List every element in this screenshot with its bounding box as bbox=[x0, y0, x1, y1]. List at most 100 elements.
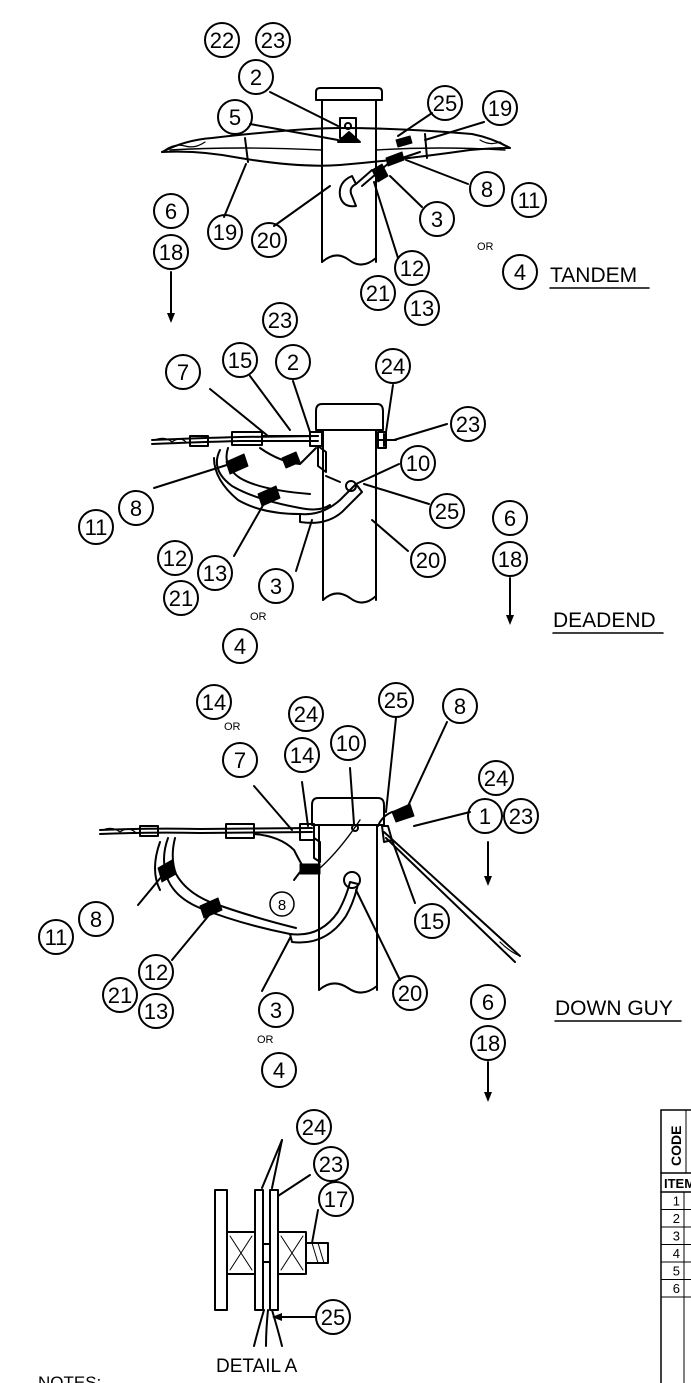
callout-2: 2 bbox=[275, 344, 311, 380]
deadend-leaders bbox=[153, 375, 514, 625]
callout-22: 22 bbox=[204, 22, 240, 58]
callout-label: 18 bbox=[159, 240, 183, 265]
callout-label: 2 bbox=[250, 65, 262, 90]
code-header: CODE bbox=[668, 1126, 684, 1166]
callout-19: 19 bbox=[482, 90, 518, 126]
callout-21: 21 bbox=[102, 977, 138, 1013]
callout-11: 11 bbox=[511, 182, 547, 218]
callout-label: 20 bbox=[257, 228, 281, 253]
callout-12: 12 bbox=[394, 250, 430, 286]
or-label: OR bbox=[477, 241, 494, 253]
callout-label: 13 bbox=[144, 999, 168, 1024]
callout-label: 14 bbox=[290, 743, 314, 768]
down-guy-assembly: 14 OR 24 25 8 7 14 10 24 1 23 8 11 8 15 … bbox=[38, 682, 682, 1102]
callout-label: 8 bbox=[130, 496, 142, 521]
callout-19: 19 bbox=[207, 214, 243, 250]
or-label: OR bbox=[224, 721, 241, 733]
callout-label: 23 bbox=[319, 1152, 343, 1177]
callout-6: 6 bbox=[470, 984, 506, 1020]
table-row-item: 4 bbox=[673, 1246, 680, 1261]
callout-4: 4 bbox=[261, 1052, 297, 1088]
callout-17: 17 bbox=[318, 1181, 354, 1217]
callout-24: 24 bbox=[478, 760, 514, 796]
callout-24: 24 bbox=[288, 696, 324, 732]
callout-18: 18 bbox=[492, 541, 528, 577]
callout-23: 23 bbox=[503, 798, 539, 834]
callout-20: 20 bbox=[392, 975, 428, 1011]
callout-label: 18 bbox=[476, 1031, 500, 1056]
callout-24: 24 bbox=[375, 348, 411, 384]
callout-6: 6 bbox=[153, 193, 189, 229]
callout-label: 11 bbox=[85, 515, 108, 540]
callout-label: 22 bbox=[210, 28, 234, 53]
callout-label: 12 bbox=[163, 546, 187, 571]
notes-heading: NOTES: bbox=[38, 1373, 101, 1383]
callout-25: 25 bbox=[427, 85, 463, 121]
arrow-head bbox=[484, 1092, 492, 1102]
callout-23: 23 bbox=[255, 22, 291, 58]
callout-label: 2 bbox=[287, 350, 299, 375]
callout-3: 3 bbox=[258, 992, 294, 1028]
section-title-down-guy: DOWN GUY bbox=[555, 997, 673, 1020]
callout-label: 6 bbox=[165, 199, 177, 224]
callout-23: 23 bbox=[450, 406, 486, 442]
callout-14: 14 bbox=[196, 684, 232, 720]
tandem-pole bbox=[315, 87, 383, 266]
section-title-tandem: TANDEM bbox=[550, 264, 637, 287]
callout-8: 8 bbox=[442, 688, 478, 724]
callout-23: 23 bbox=[313, 1146, 349, 1182]
callout-24: 24 bbox=[296, 1109, 332, 1145]
callout-label: 10 bbox=[336, 731, 360, 756]
callout-15: 15 bbox=[414, 903, 450, 939]
down-guy-callouts: 14 OR 24 25 8 7 14 10 24 1 23 8 11 8 15 … bbox=[38, 682, 539, 1102]
callout-label: 25 bbox=[435, 499, 459, 524]
callout-3: 3 bbox=[258, 568, 294, 604]
callout-20: 20 bbox=[410, 542, 446, 578]
callout-label: 12 bbox=[144, 960, 168, 985]
callout-label: 15 bbox=[228, 348, 252, 373]
callout-label: 18 bbox=[498, 547, 522, 572]
callout-10: 10 bbox=[330, 725, 366, 761]
callout-label: 3 bbox=[270, 574, 282, 599]
callout-8: 8 bbox=[78, 901, 114, 937]
callout-20: 20 bbox=[251, 222, 287, 258]
or-label: OR bbox=[250, 611, 267, 623]
callout-label: 4 bbox=[234, 634, 246, 659]
callout-label: 17 bbox=[324, 1187, 348, 1212]
callout-label: 21 bbox=[366, 281, 390, 306]
callout-label: 11 bbox=[518, 188, 541, 213]
callout-1: 1 bbox=[467, 798, 503, 834]
callout-11: 11 bbox=[38, 919, 74, 955]
callout-label: 23 bbox=[509, 804, 533, 829]
callout-label: 7 bbox=[177, 360, 189, 385]
tandem-assembly: 22 23 2 5 25 19 6 18 19 20 8 11 3 OR 4 1… bbox=[153, 22, 650, 326]
callout-label: 24 bbox=[294, 702, 318, 727]
tandem-cables bbox=[161, 117, 511, 208]
or-label: OR bbox=[257, 1034, 274, 1046]
callout-label: 7 bbox=[234, 748, 246, 773]
callout-label: 21 bbox=[108, 983, 132, 1008]
table-row-item: 5 bbox=[673, 1264, 680, 1279]
down-guy-pole bbox=[311, 797, 385, 994]
callout-label: 6 bbox=[504, 506, 516, 531]
callout-label: 8 bbox=[481, 177, 493, 202]
callout-8: 8 bbox=[469, 171, 505, 207]
callout-label: 1 bbox=[479, 804, 491, 829]
callout-8-small: 8 bbox=[269, 891, 295, 917]
callout-label: 8 bbox=[90, 907, 102, 932]
callout-label: 24 bbox=[302, 1115, 326, 1140]
callout-label: 24 bbox=[484, 766, 508, 791]
callout-4: 4 bbox=[222, 628, 258, 664]
callout-label: 4 bbox=[514, 260, 526, 285]
table-row-item: 2 bbox=[673, 1211, 680, 1226]
callout-label: 8 bbox=[454, 694, 466, 719]
callout-label: 19 bbox=[213, 220, 237, 245]
table-row-item: 1 bbox=[673, 1194, 680, 1209]
callout-25: 25 bbox=[429, 493, 465, 529]
table-row-item: 6 bbox=[673, 1281, 680, 1296]
callout-label: 13 bbox=[410, 296, 434, 321]
down-guy-leaders bbox=[137, 717, 492, 992]
callout-label: 25 bbox=[384, 688, 408, 713]
callout-3: 3 bbox=[419, 201, 455, 237]
